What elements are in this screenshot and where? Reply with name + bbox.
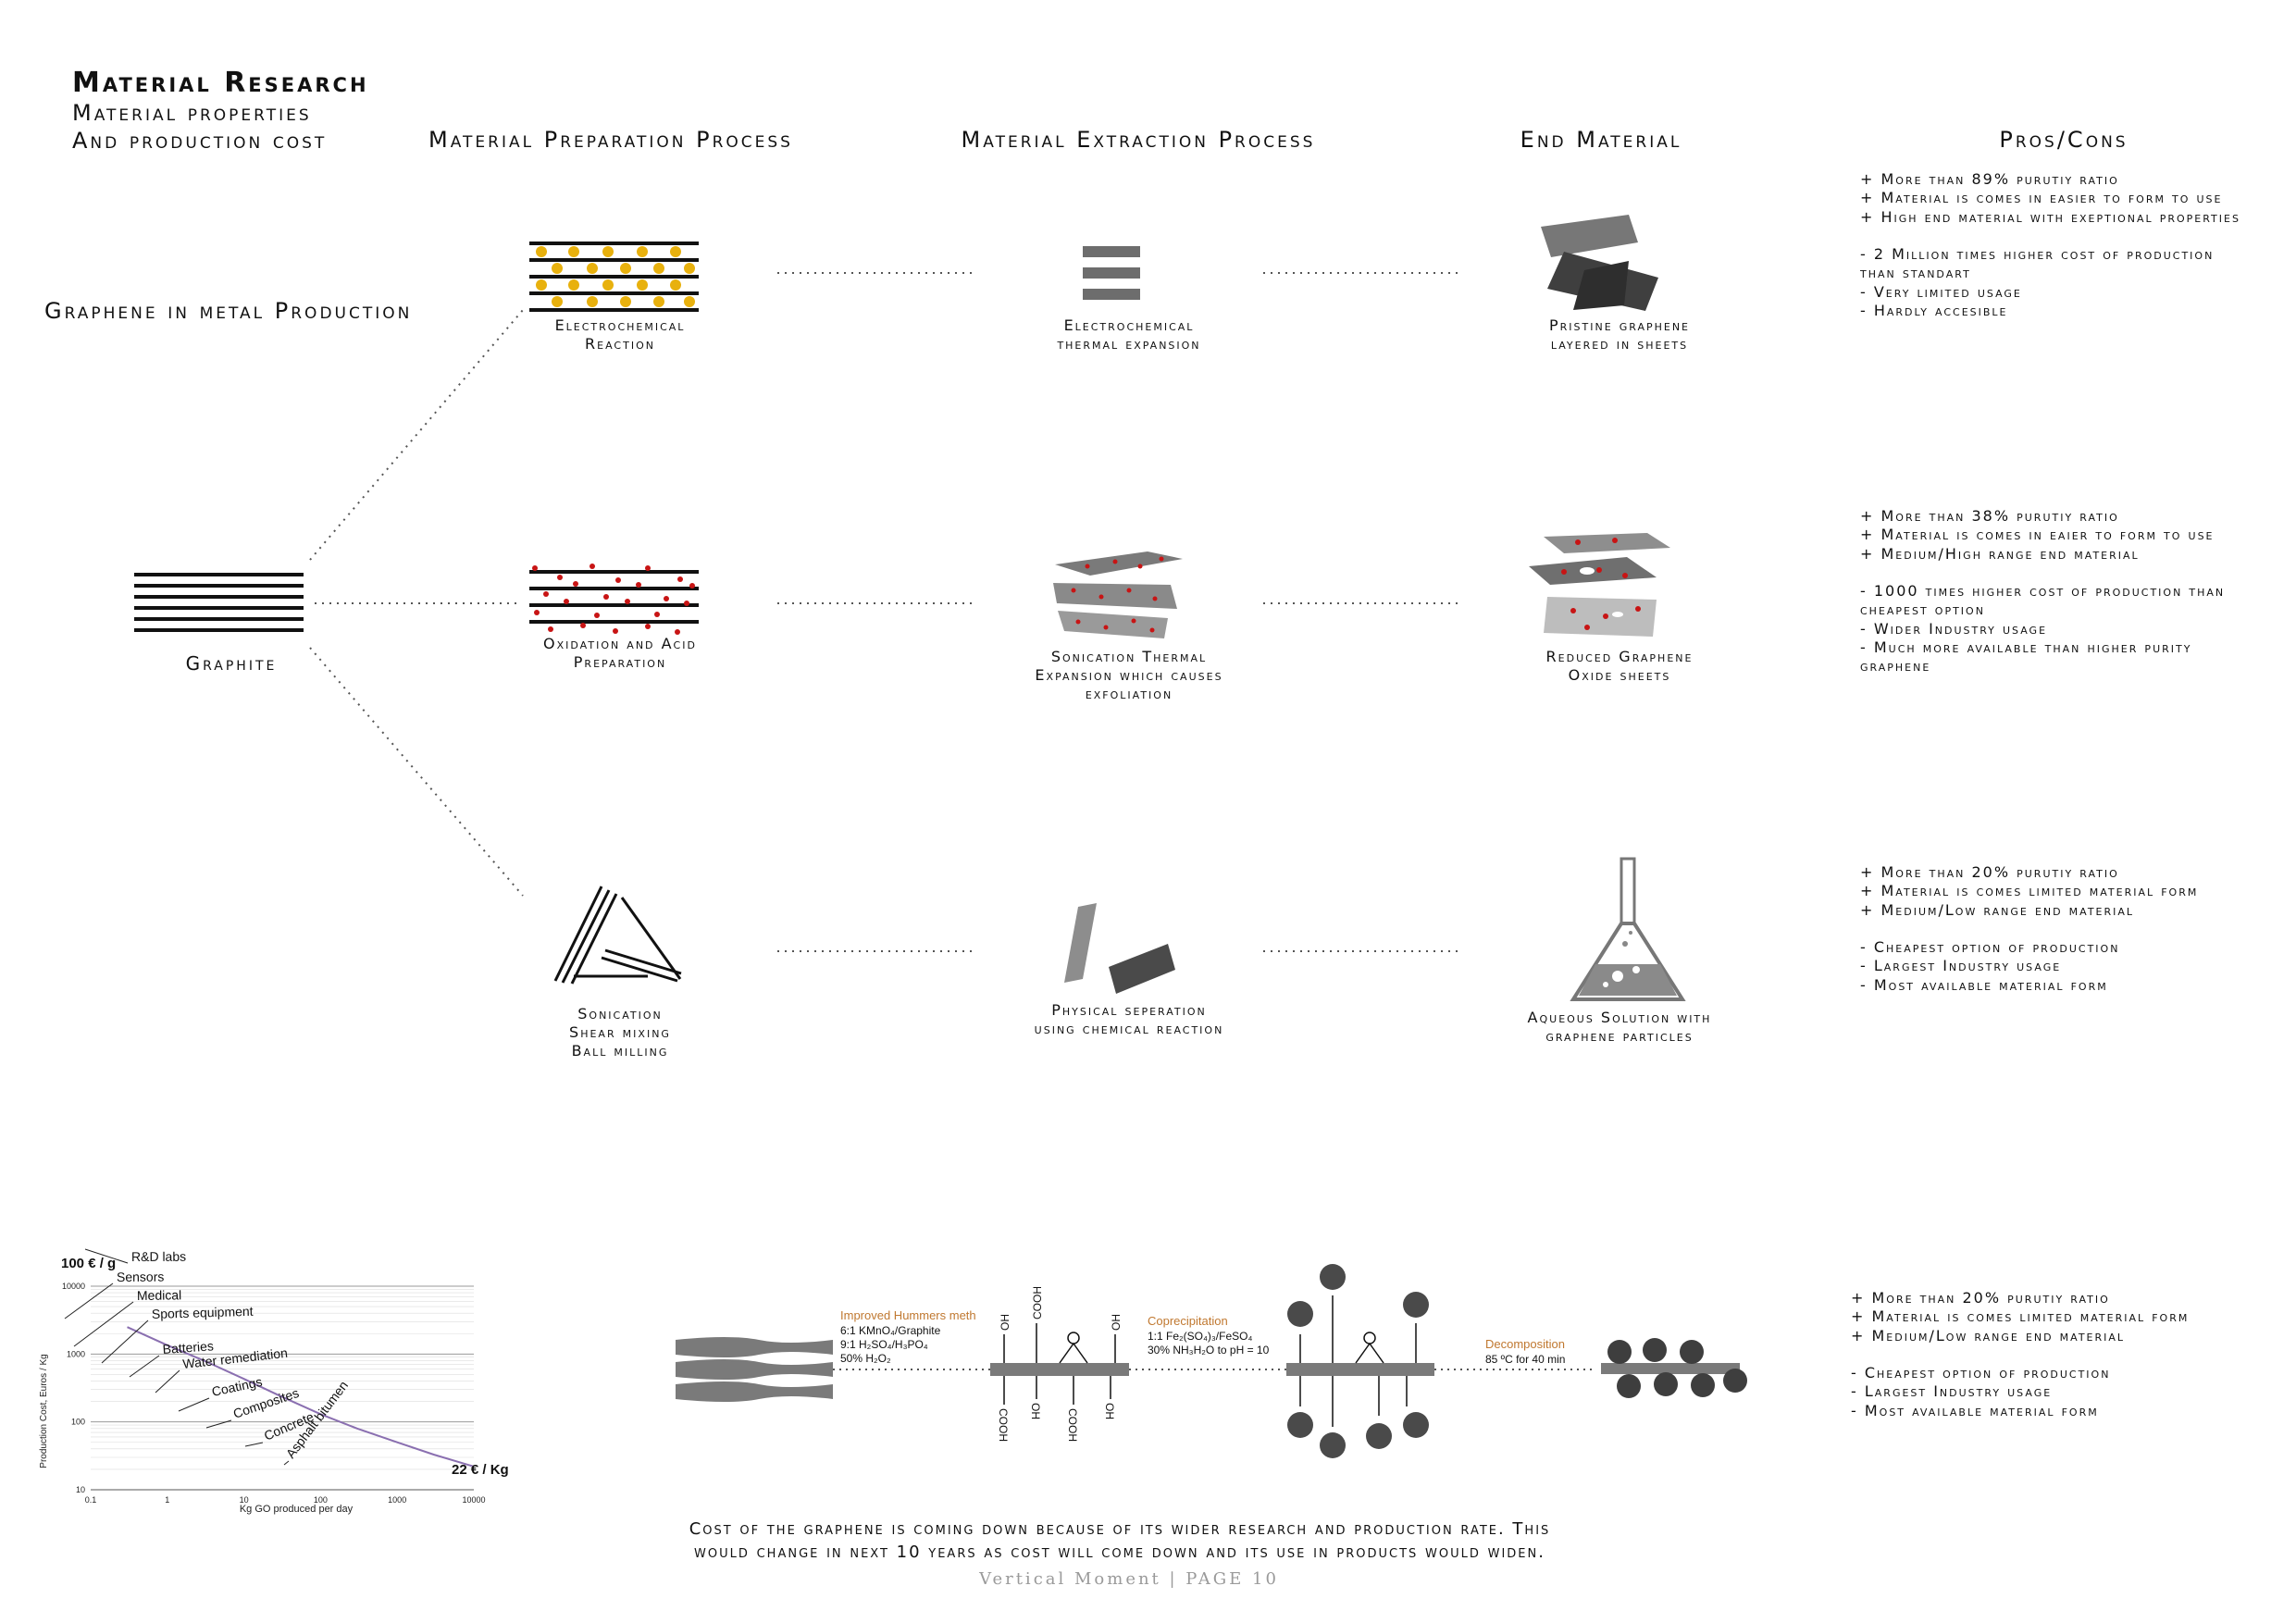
chart-y-tick: 10 <box>76 1485 85 1494</box>
step1-line1: 6:1 KMnO₄/Graphite <box>840 1324 941 1337</box>
chart-x-label: Kg GO produced per day <box>240 1504 354 1515</box>
step1-line2: 9:1 H₂SO₄/H₃PO₄ <box>840 1338 928 1351</box>
chart-annotation-arrow <box>244 1442 264 1447</box>
chart-annotation: Batteries <box>162 1338 214 1357</box>
graphite-layers-icon <box>676 1337 833 1402</box>
step3-line1: 85 ºC for 40 min <box>1485 1353 1565 1366</box>
chart-annotation-arrow <box>283 1460 290 1466</box>
chart-annotation-arrow <box>64 1282 114 1319</box>
chart-annotation: Coatings <box>210 1374 263 1399</box>
physical-separation-icon <box>1064 903 1175 994</box>
chart-x-tick: 0.1 <box>85 1495 97 1505</box>
flask-icon <box>1570 857 1686 1001</box>
step1-title: Improved Hummers meth <box>840 1308 976 1322</box>
graphene-nanoparticle-icon <box>1286 1264 1434 1458</box>
chart-annotation-arrow <box>178 1397 210 1412</box>
page-footer: Vertical Moment | PAGE 10 <box>979 1569 1279 1589</box>
svg-text:OH: OH <box>1103 1403 1116 1419</box>
svg-text:COOH: COOH <box>1031 1286 1044 1319</box>
step1-line3: 50% H₂O₂ <box>840 1352 891 1365</box>
production-cost-chart: 100 € / g 0.1 1 10 100 1000 10000 10 100 1000 100… <box>39 1248 509 1515</box>
chart-x-tick: 1 <box>165 1495 169 1505</box>
cost-curve <box>127 1326 475 1468</box>
chart-y-tick: 100 <box>71 1418 85 1427</box>
row1-pros-cons: + More than 89% purutiy ratio+ Material … <box>1860 170 2240 320</box>
chart-annotation-arrow <box>155 1369 180 1394</box>
column-header-pros-cons: Pros/Cons <box>1999 127 2128 153</box>
thermal-expansion-icon <box>1083 246 1140 300</box>
column-header-preparation: Material Preparation Process <box>428 127 793 153</box>
chart-annotation-arrow <box>205 1419 232 1429</box>
chart-x-tick: 1000 <box>388 1495 406 1505</box>
chart-y-tick: 1000 <box>67 1349 85 1358</box>
reduced-graphene-oxide-icon <box>1529 533 1670 637</box>
chart-y-label: Production Cost, Euros / Kg <box>39 1354 49 1468</box>
graphite-icon <box>134 573 304 632</box>
svg-text:OH: OH <box>1029 1403 1042 1419</box>
chart-annotation: Medical <box>137 1287 181 1303</box>
page-title: Material Research <box>72 67 369 99</box>
synthesis-process-diagram: Improved Hummers meth 6:1 KMnO₄/Graphite… <box>676 1264 1747 1458</box>
pristine-graphene-sheets-icon <box>1541 215 1658 311</box>
chart-annotation-arrow <box>73 1301 134 1347</box>
svg-text:OH: OH <box>1110 1314 1123 1331</box>
step2-line1: 1:1 Fe₂(SO₄)₃/FeSO₄ <box>1148 1330 1252 1343</box>
chart-annotation: R&D labs <box>131 1249 186 1264</box>
svg-text:OH: OH <box>999 1314 1011 1331</box>
chart-top-annotation: 100 € / g <box>61 1256 116 1271</box>
column-header-extraction: Material Extraction Process <box>961 127 1316 153</box>
bottom-pros-cons: + More than 20% purutiy ratio+ Material … <box>1851 1289 2190 1419</box>
svg-text:COOH: COOH <box>1066 1408 1079 1442</box>
column-header-end-material: End Material <box>1520 127 1682 153</box>
process-diagram <box>134 215 1686 1001</box>
chart-x-tick: 10 <box>240 1495 249 1505</box>
svg-text:COOH: COOH <box>997 1408 1010 1442</box>
step2-title: Coprecipitation <box>1148 1314 1228 1328</box>
row2-pros-cons: + More than 38% purutiy ratio+ Material … <box>1860 507 2226 675</box>
graphite-label: Graphite <box>185 652 278 675</box>
step2-line2: 30% NH₃H₂O to pH = 10 <box>1148 1344 1270 1357</box>
sonication-sticks-icon <box>553 886 682 985</box>
row3-pros-cons: + More than 20% purutiy ratio+ Material … <box>1860 863 2199 994</box>
connector-lines <box>309 272 1462 952</box>
chart-annotation: Sports equipment <box>152 1304 254 1321</box>
chart-annotation-arrow <box>129 1355 160 1378</box>
chart-y-tick: 10000 <box>62 1282 85 1291</box>
chart-annotation: Sensors <box>117 1270 164 1284</box>
chart-x-tick: 10000 <box>462 1495 485 1505</box>
decomposed-graphene-icon <box>1601 1338 1747 1398</box>
oxidation-icon <box>529 564 699 635</box>
graphene-oxide-icon <box>990 1323 1129 1405</box>
chart-annotation-arrow <box>84 1248 129 1264</box>
page-subtitle-1: Material properties <box>72 100 312 126</box>
chart-x-tick: 100 <box>314 1495 328 1505</box>
row-label: Graphene in metal Production <box>44 298 413 324</box>
cost-summary-text: Cost of the graphene is coming down beca… <box>689 1519 1551 1562</box>
electrochemical-reaction-icon <box>529 242 699 312</box>
chart-bottom-annotation: 22 € / Kg <box>452 1462 509 1478</box>
page-subtitle-2: And production cost <box>72 128 328 154</box>
exfoliated-sheets-icon <box>1053 551 1183 638</box>
step3-title: Decomposition <box>1485 1337 1565 1351</box>
chart-annotation-arrow <box>101 1319 149 1364</box>
